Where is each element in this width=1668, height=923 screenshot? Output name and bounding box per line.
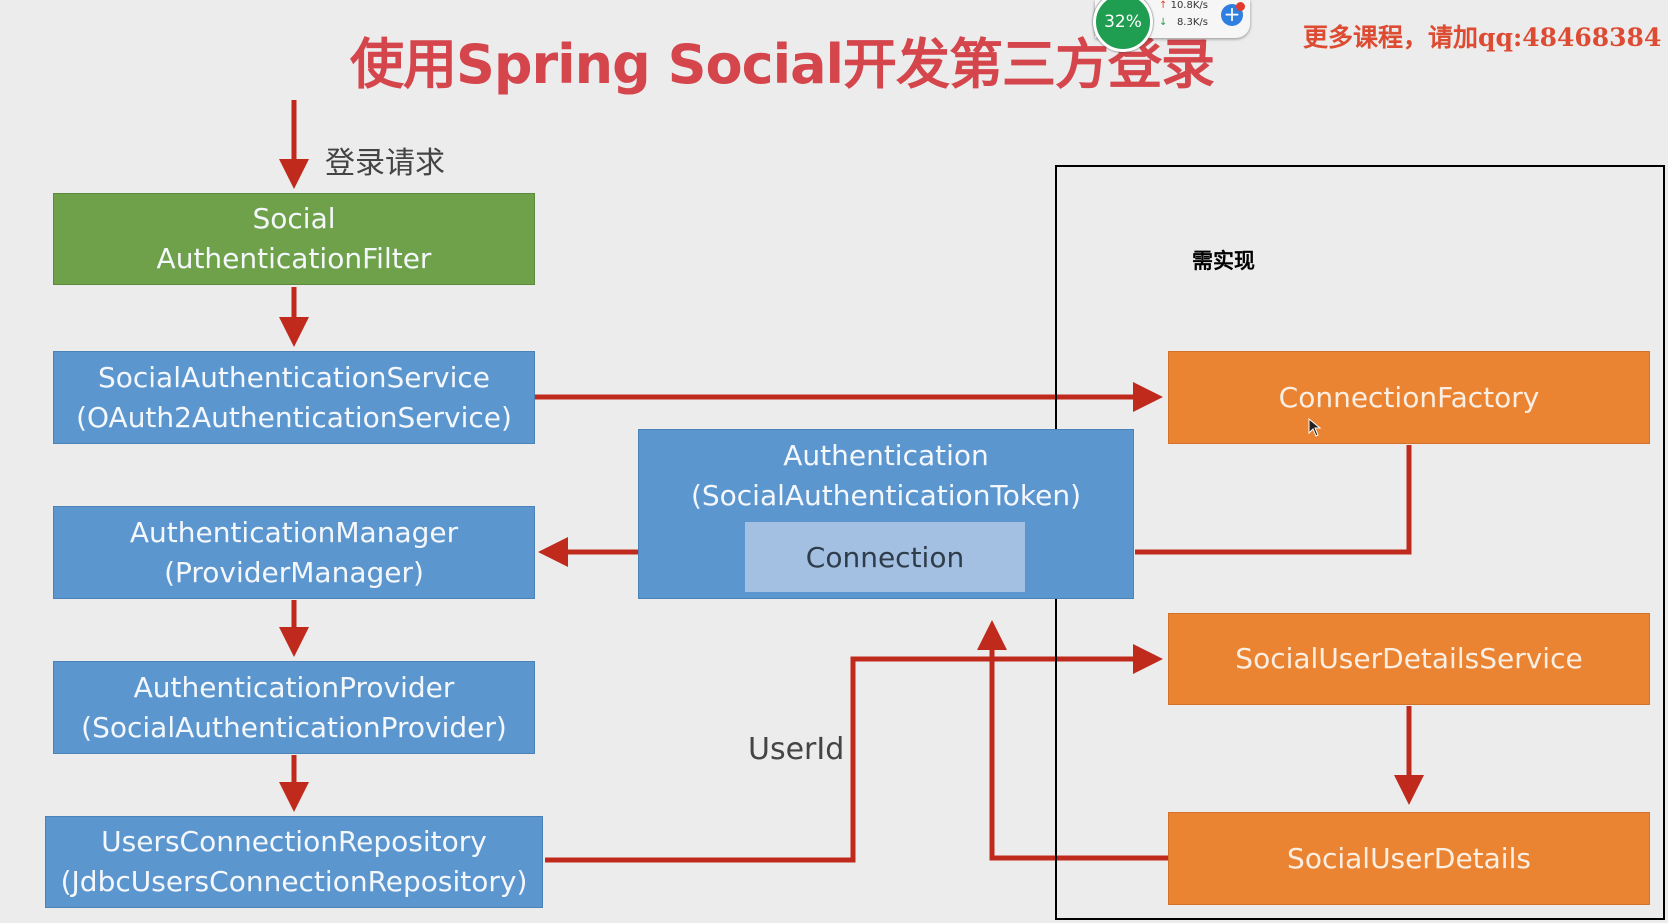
- needs-implementation-label: 需实现: [1192, 249, 1255, 273]
- download-speed-value: 8.3K/s: [1176, 17, 1208, 28]
- mouse-cursor-icon: [1308, 418, 1322, 437]
- node-line: Authentication: [783, 439, 989, 472]
- download-speed: ↓ 8.3K/s: [1159, 17, 1208, 28]
- node-line: AuthenticationFilter: [156, 242, 432, 275]
- connection-factory: ConnectionFactory: [1168, 351, 1650, 444]
- connection-box: Connection: [745, 522, 1025, 592]
- social-authentication-service: SocialAuthenticationService (OAuth2Authe…: [53, 351, 535, 444]
- arrow-factory-to-authentication: [1135, 445, 1412, 555]
- node-line: (OAuth2AuthenticationService): [76, 400, 512, 434]
- arrow-repository-to-user-details-service: [545, 644, 1163, 863]
- page-title: 使用Spring Social开发第三方登录: [350, 33, 1215, 96]
- social-user-details-service: SocialUserDetailsService: [1168, 613, 1650, 705]
- arrow-down-icon: ↓: [1159, 17, 1168, 28]
- login-request-label: 登录请求: [325, 146, 445, 181]
- upload-speed: ↑ 10.8K/s: [1159, 0, 1208, 11]
- node-line: UsersConnectionRepository: [101, 825, 487, 858]
- node-line: AuthenticationManager: [129, 515, 459, 549]
- users-connection-repository: UsersConnectionRepository (JdbcUsersConn…: [45, 816, 543, 908]
- promo-text: 更多课程，请加qq:48468384: [1303, 23, 1662, 52]
- node-line: (SocialAuthenticationToken): [690, 479, 1082, 512]
- arrow-up-icon: ↑: [1159, 0, 1168, 11]
- arrow-details-to-authentication: [977, 620, 1170, 861]
- node-line: (SocialAuthenticationProvider): [81, 710, 507, 744]
- needs-implementation-frame: [1055, 165, 1665, 920]
- social-authentication-filter: Social AuthenticationFilter: [53, 193, 535, 285]
- node-line: (JdbcUsersConnectionRepository): [60, 865, 528, 898]
- node-line: Social: [252, 202, 336, 235]
- social-user-details: SocialUserDetails: [1168, 812, 1650, 905]
- cpu-gauge[interactable]: 32%: [1093, 0, 1153, 52]
- authentication-provider: AuthenticationProvider (SocialAuthentica…: [53, 661, 535, 754]
- node-line: SocialAuthenticationService: [97, 360, 491, 394]
- authentication-manager: AuthenticationManager (ProviderManager): [53, 506, 535, 599]
- upload-speed-value: 10.8K/s: [1170, 0, 1208, 11]
- node-line: AuthenticationProvider: [133, 670, 455, 704]
- node-line: (ProviderManager): [164, 555, 424, 589]
- notification-dot: [1236, 2, 1245, 11]
- userid-label: UserId: [748, 732, 845, 767]
